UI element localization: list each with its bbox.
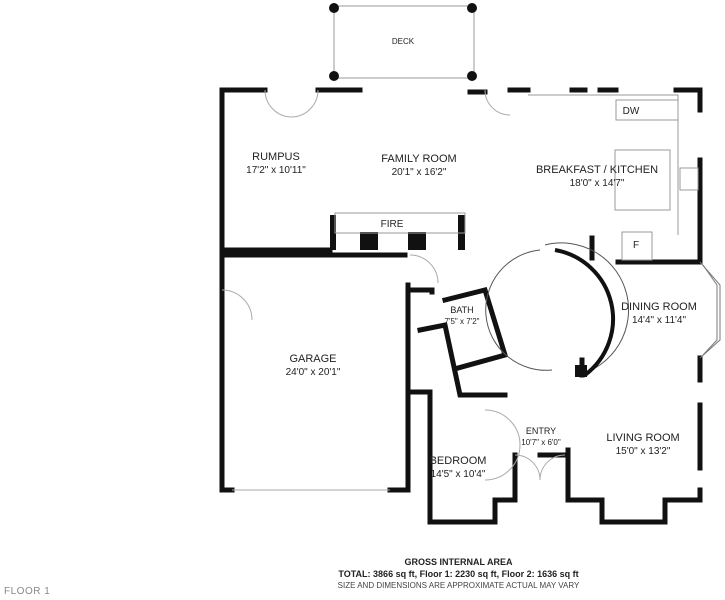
room-size: 18'0" x 14'7" (569, 178, 625, 189)
fireplace-hearth (334, 212, 466, 234)
deck (333, 5, 475, 79)
room-size: 24'0" x 20'1" (285, 367, 341, 378)
room-label-entry: ENTRY 10'7" x 6'0" (521, 426, 560, 448)
gross-area-total: TOTAL: 3866 sq ft, Floor 1: 2230 sq ft, … (338, 569, 579, 579)
room-name: FAMILY ROOM (381, 153, 457, 165)
room-size: 17'2" x 10'11" (246, 165, 306, 176)
room-label-deck: DECK (392, 35, 414, 48)
dishwasher-label: DW (622, 106, 640, 117)
room-size: 10'7" x 6'0" (521, 438, 561, 447)
gross-area-title: GROSS INTERNAL AREA (404, 557, 513, 567)
room-name: RUMPUS (252, 151, 300, 163)
fireplace-label: FIRE (380, 219, 404, 230)
room-size: 7'5" x 7'2" (444, 317, 480, 326)
room-label-bedroom: BEDROOM 14'5" x 10'4" (430, 455, 487, 481)
walls (219, 87, 703, 525)
room-label-dining: DINING ROOM 14'4" x 11'4" (621, 301, 697, 327)
room-size: 20'1" x 16'2" (391, 167, 447, 178)
room-name: DECK (391, 37, 415, 46)
room-name: ENTRY (525, 426, 557, 436)
staircase (485, 242, 630, 377)
dining-bay (699, 261, 721, 359)
room-label-living: LIVING ROOM 15'0" x 13'2" (606, 432, 679, 458)
room-label-kitchen: BREAKFAST / KITCHEN 18'0" x 14'7" (536, 164, 658, 190)
room-label-family: FAMILY ROOM 20'1" x 16'2" (381, 153, 456, 179)
room-size: 14'4" x 11'4" (631, 315, 687, 326)
room-name: DINING ROOM (621, 301, 697, 313)
room-name: BATH (450, 305, 474, 315)
room-size: 15'0" x 13'2" (615, 446, 671, 457)
room-name: LIVING ROOM (606, 432, 680, 444)
disclaimer: SIZE AND DIMENSIONS ARE APPROXIMATE ACTU… (337, 581, 580, 590)
deck-posts (329, 3, 477, 81)
room-name: BREAKFAST / KITCHEN (535, 164, 659, 176)
room-label-bath: BATH 7'5" x 7'2" (445, 305, 480, 327)
room-label-rumpus: RUMPUS 17'2" x 10'11" (246, 151, 306, 177)
floor-label: FLOOR 1 (4, 586, 51, 597)
room-name: GARAGE (289, 353, 337, 365)
fridge-label: F (632, 240, 640, 251)
stair-post (575, 365, 587, 377)
kitchen-counters (528, 94, 699, 261)
doors (221, 89, 566, 481)
room-size: 14'5" x 10'4" (430, 469, 486, 480)
room-name: BEDROOM (429, 455, 487, 467)
room-label-garage: GARAGE 24'0" x 20'1" (286, 353, 341, 379)
